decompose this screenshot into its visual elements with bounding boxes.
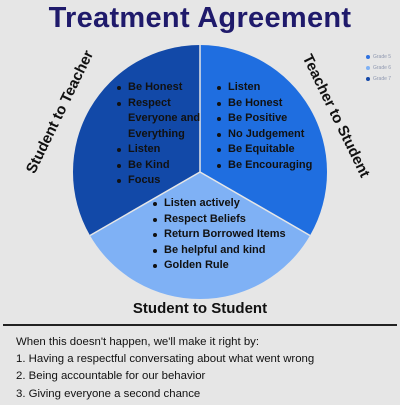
list-item: Return Borrowed Items: [152, 227, 302, 243]
list-item: Respect Everyone and Everything: [116, 96, 201, 143]
legend-item: Grade 7: [366, 73, 391, 84]
legend-swatch: [366, 65, 370, 70]
legend-item: Grade 6: [366, 62, 391, 73]
repair-step: 3. Giving everyone a second chance: [16, 387, 201, 400]
list-item: Focus: [116, 173, 201, 189]
list-item: Listen: [216, 80, 326, 96]
list-item: Listen actively: [152, 196, 302, 212]
list-item: Listen: [116, 142, 201, 158]
slice-student-to-teacher: [72, 44, 200, 236]
list-item: Be Positive: [216, 111, 326, 127]
legend-label: Grade 7: [373, 75, 392, 82]
label-student-to-student: Student to Student: [132, 300, 268, 317]
legend-item: Grade 5: [366, 51, 391, 62]
legend: Grade 5 Grade 6 Grade 7: [366, 51, 391, 84]
list-item: Be Honest: [216, 96, 326, 112]
list-item: Be Equitable: [216, 142, 326, 158]
list-item: Respect Beliefs: [152, 212, 302, 228]
list-item: Be Kind: [116, 158, 201, 174]
repair-steps: When this doesn't happen, we'll make it …: [16, 334, 396, 403]
repair-intro: When this doesn't happen, we'll make it …: [16, 336, 260, 348]
slice-teacher-to-student: [200, 45, 328, 236]
list-item: Be Honest: [116, 80, 201, 96]
list-item: Be helpful and kind: [152, 243, 302, 259]
divider-line: [89, 171, 201, 237]
divider: [3, 324, 397, 326]
list-item: Be Encouraging: [216, 158, 326, 174]
legend-swatch: [366, 76, 370, 81]
page-title: Treatment Agreement: [48, 2, 352, 34]
repair-step: 2. Being accountable for our behavior: [16, 370, 206, 383]
legend-swatch: [366, 54, 370, 59]
student-to-student-list: Listen actively Respect Beliefs Return B…: [152, 196, 302, 274]
repair-step: 1. Having a respectful conversating abou…: [16, 353, 315, 366]
list-item: No Judgement: [216, 127, 326, 143]
legend-label: Grade 5: [373, 53, 392, 60]
student-to-teacher-list: Be Honest Respect Everyone and Everythin…: [116, 80, 201, 189]
list-item: Golden Rule: [152, 258, 302, 274]
divider-line: [199, 171, 311, 237]
teacher-to-student-list: Listen Be Honest Be Positive No Judgemen…: [216, 80, 326, 173]
legend-label: Grade 6: [373, 64, 392, 71]
